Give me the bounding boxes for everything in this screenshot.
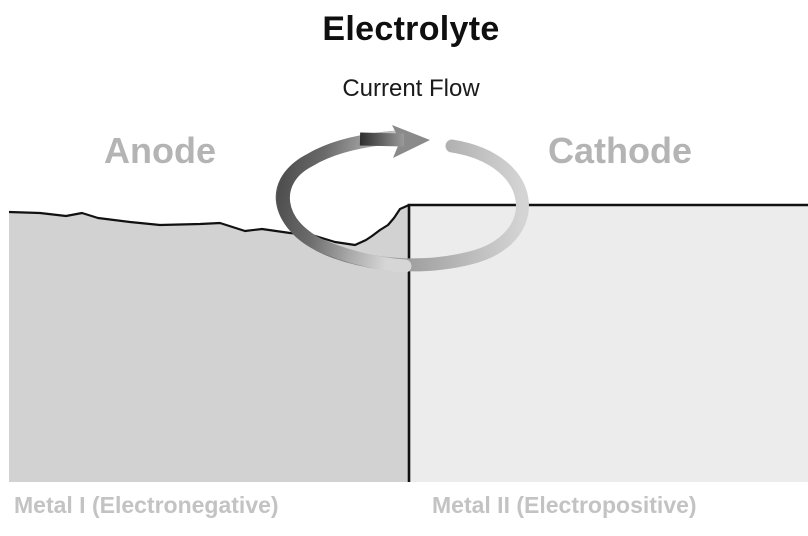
- metal-2-label: Metal II (Electropositive): [432, 492, 697, 518]
- diagram-title: Electrolyte: [322, 10, 500, 48]
- metal-1-block: [9, 205, 409, 482]
- anode-label: Anode: [104, 130, 216, 171]
- metal-2-block: [409, 205, 808, 482]
- current-flow-arrow-shaft: [359, 132, 405, 147]
- metal-2-outline: [407, 203, 808, 482]
- current-flow-label: Current Flow: [342, 75, 480, 102]
- current-flow-loop-left: [277, 130, 412, 273]
- cathode-label: Cathode: [548, 130, 692, 171]
- metal-1-label: Metal I (Electronegative): [14, 492, 279, 518]
- metal-1-surface-outline: [8, 203, 410, 247]
- current-flow-arrowhead-icon: [392, 125, 430, 158]
